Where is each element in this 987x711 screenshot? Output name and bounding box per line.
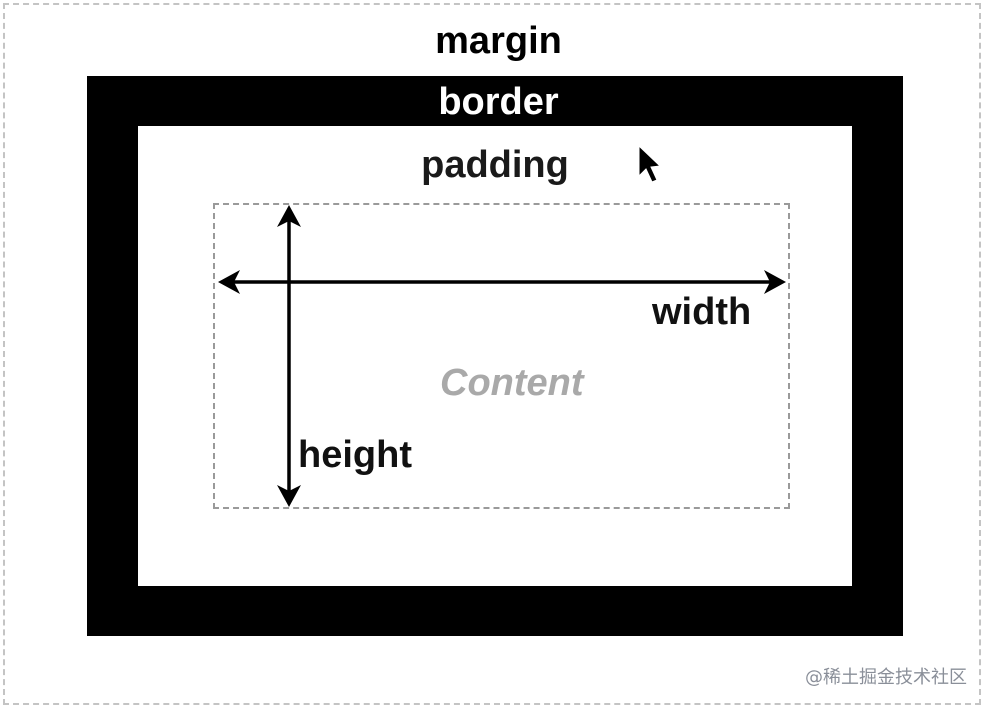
border-label: border — [438, 81, 559, 123]
width-label: width — [652, 291, 752, 333]
padding-area — [138, 126, 852, 586]
padding-label: padding — [421, 144, 569, 186]
content-label: Content — [440, 362, 584, 404]
height-label: height — [298, 434, 412, 476]
content-area — [213, 203, 790, 509]
margin-area — [3, 3, 981, 705]
watermark: @稀土掘金技术社区 — [805, 667, 967, 688]
margin-label: margin — [435, 20, 562, 62]
